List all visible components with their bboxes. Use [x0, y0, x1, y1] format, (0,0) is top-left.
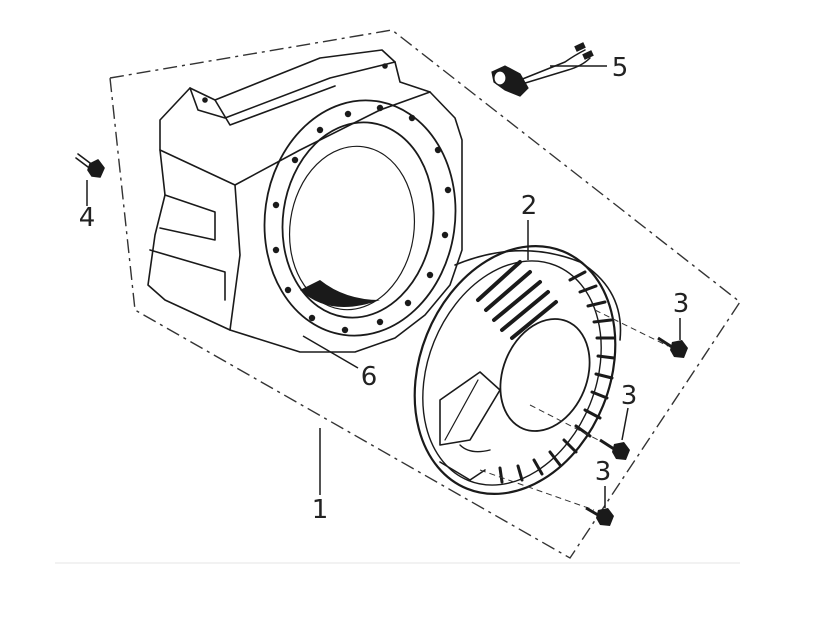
callout-3b: 3 [621, 381, 638, 411]
flange-bolt-3c [479, 469, 614, 526]
fan-shroud [147, 49, 463, 353]
callout-3c: 3 [595, 457, 612, 487]
switch-with-wires [491, 42, 594, 97]
leader-lines [86, 65, 681, 508]
assembly-boundary [109, 29, 741, 559]
callout-4: 4 [79, 203, 96, 233]
flange-bolt-3b [529, 404, 630, 460]
callout-5: 5 [612, 53, 629, 83]
recoil-starter [413, 244, 622, 496]
leader-3b [621, 407, 629, 441]
shroud-bolt-holes [202, 63, 452, 334]
callout-3a: 3 [673, 289, 690, 319]
callout-1: 1 [312, 495, 329, 525]
flange-bolt-4 [75, 153, 105, 178]
leader-6 [302, 335, 359, 369]
callout-2: 2 [521, 191, 538, 221]
flange-bolt-3a [594, 309, 688, 358]
callout-6: 6 [361, 362, 378, 392]
